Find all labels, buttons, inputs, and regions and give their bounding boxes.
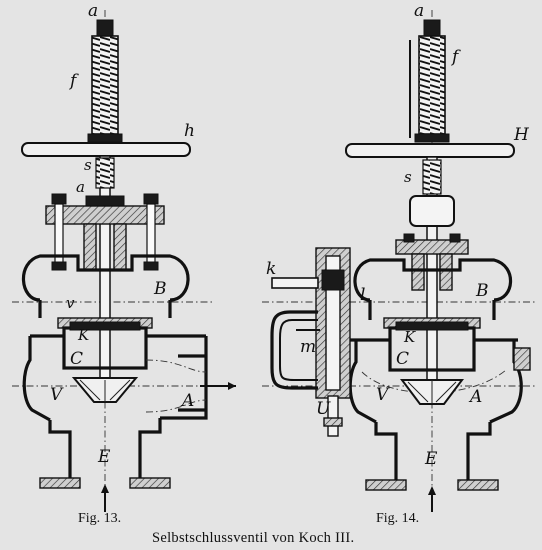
fig13-valve-ribs [79,379,131,402]
fig14-label-K: K [403,328,416,346]
fig14-spring [418,35,446,135]
fig14-inlet-right [466,422,492,482]
fig13-label-a-mid: a [76,178,85,196]
fig13-outlet-body [160,336,208,420]
fig14-inlet-flange-left [365,479,407,491]
fig14-control-head [321,269,345,291]
fig14-label-E: E [424,449,438,469]
fig14-handwheel [345,143,515,158]
fig14-chamber-B [353,258,513,302]
fig13-inlet-flange-left [39,477,81,489]
fig13-label-a-top: a [88,1,98,21]
fig14-spindle-nut [323,417,343,427]
fig14-inlet-left [374,422,398,482]
fig14-control-lever-k [271,277,319,289]
fig13-spring-seat [87,133,123,143]
fig13-label-v: v [66,294,75,312]
fig13-label-V: V [50,385,64,405]
fig13-label-f: f [68,71,79,91]
fig14-label-s: s [404,168,412,186]
fig14-label-A: A [468,387,482,407]
fig14-bypass-pipe [270,310,318,390]
fig14-spring-seat [414,133,450,143]
fig14-lower-body-left [348,340,377,424]
fig14-label-f: f [450,47,461,67]
fig13-caption: Fig. 13. [78,511,121,526]
fig14-label-l: l [360,285,365,305]
fig13-spring [91,35,119,135]
fig13-cap-nut [96,19,114,37]
fig14-label-H: H [513,125,530,145]
fig13-bolt-nut-left [51,193,67,205]
figure-13: a f h s a v B K C V A E [12,1,236,512]
fig13-chamber-B [21,254,190,302]
fig14-bypass-pipe-inner [279,319,318,381]
figure-14: a f H s k l B K m C V A U E [262,1,536,512]
fig14-stuffing-left [411,253,425,291]
plate-title: Selbstschlussventil von Koch III. [152,530,354,546]
fig13-inlet-right [138,418,162,480]
fig14-inlet-flange-right [457,479,499,491]
fig14-valve-spindle-U [327,395,339,437]
fig13-gland-nut [85,195,125,207]
fig13-label-A: A [180,391,194,411]
fig13-label-E: E [97,447,111,467]
fig13-stuffing-right [113,223,127,271]
fig13-small-spring [95,157,115,189]
fig13-bolt-nut-right [143,193,159,205]
fig14-label-k: k [266,259,276,279]
fig14-bolt-nut-left [403,233,415,243]
fig14-label-V: V [376,385,390,405]
fig13-inlet-left [48,420,72,480]
fig13-flow-path-upper [145,359,207,373]
fig13-label-h: h [184,121,195,141]
fig14-label-C: C [396,349,409,369]
fig13-inlet-flange-right [129,477,171,489]
fig13-piston-K [69,321,141,331]
fig13-bolt-lower-nut-right [143,261,159,271]
fig14-small-spring [422,159,442,195]
fig14-label-m: m [300,337,316,357]
fig13-bonnet-flange [45,205,165,225]
fig13-bolt-lower-nut-left [51,261,67,271]
fig13-outlet-arrowhead [228,382,236,390]
fig13-lower-body-left [22,336,51,422]
fig13-label-C: C [70,349,83,369]
fig13-valve-stem [99,155,111,397]
fig14-caption: Fig. 14. [376,511,419,526]
fig13-stuffing-left [83,223,97,271]
fig14-label-B: B [475,281,489,301]
fig13-label-s: s [84,156,92,174]
fig14-valve-ribs [407,380,457,404]
fig14-label-a-top: a [414,1,424,21]
fig14-cap-nut [423,19,441,37]
fig14-bolt-nut-right [449,233,461,243]
fig13-label-B: B [153,279,167,299]
fig14-stuffing-right [439,253,453,291]
fig14-piston-K [395,321,469,331]
fig14-label-U: U [316,399,331,419]
fig14-inlet-arrowhead [428,486,436,495]
fig13-label-K: K [77,326,90,344]
fig14-gland-housing [409,195,455,227]
fig14-bonnet-flange [395,239,469,255]
fig13-handwheel [21,142,191,157]
fig13-inlet-arrowhead [101,484,109,493]
fig14-side-port [513,347,531,371]
